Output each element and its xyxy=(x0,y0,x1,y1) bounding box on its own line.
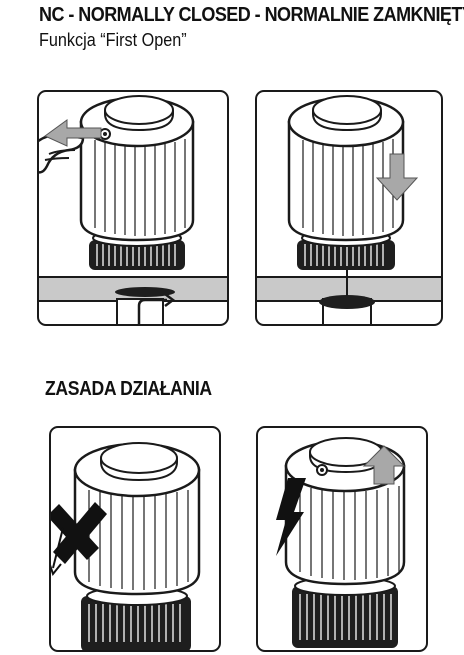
panel-principle-no-power xyxy=(49,426,221,652)
panel-first-open-cap-removal xyxy=(37,90,229,326)
actuator-illustration xyxy=(276,437,406,648)
panel-first-open-valve-closed xyxy=(255,90,443,326)
section-title: ZASADA DZIAŁANIA xyxy=(45,378,212,400)
page-subtitle: Funkcja “First Open” xyxy=(39,30,187,50)
panel-principle-powered-opening xyxy=(256,426,428,652)
actuator-illustration xyxy=(39,95,227,324)
up-arrow-icon xyxy=(362,445,406,485)
down-arrow-icon xyxy=(375,153,419,201)
actuator-illustration xyxy=(51,442,201,650)
cap-removal-arrow-icon xyxy=(39,119,102,174)
page-title: NC - NORMALLY CLOSED - NORMALNIE ZAMKNIĘ… xyxy=(39,4,464,26)
lightning-icon xyxy=(276,478,306,556)
cross-icon xyxy=(51,502,107,577)
actuator-illustration xyxy=(257,95,441,324)
